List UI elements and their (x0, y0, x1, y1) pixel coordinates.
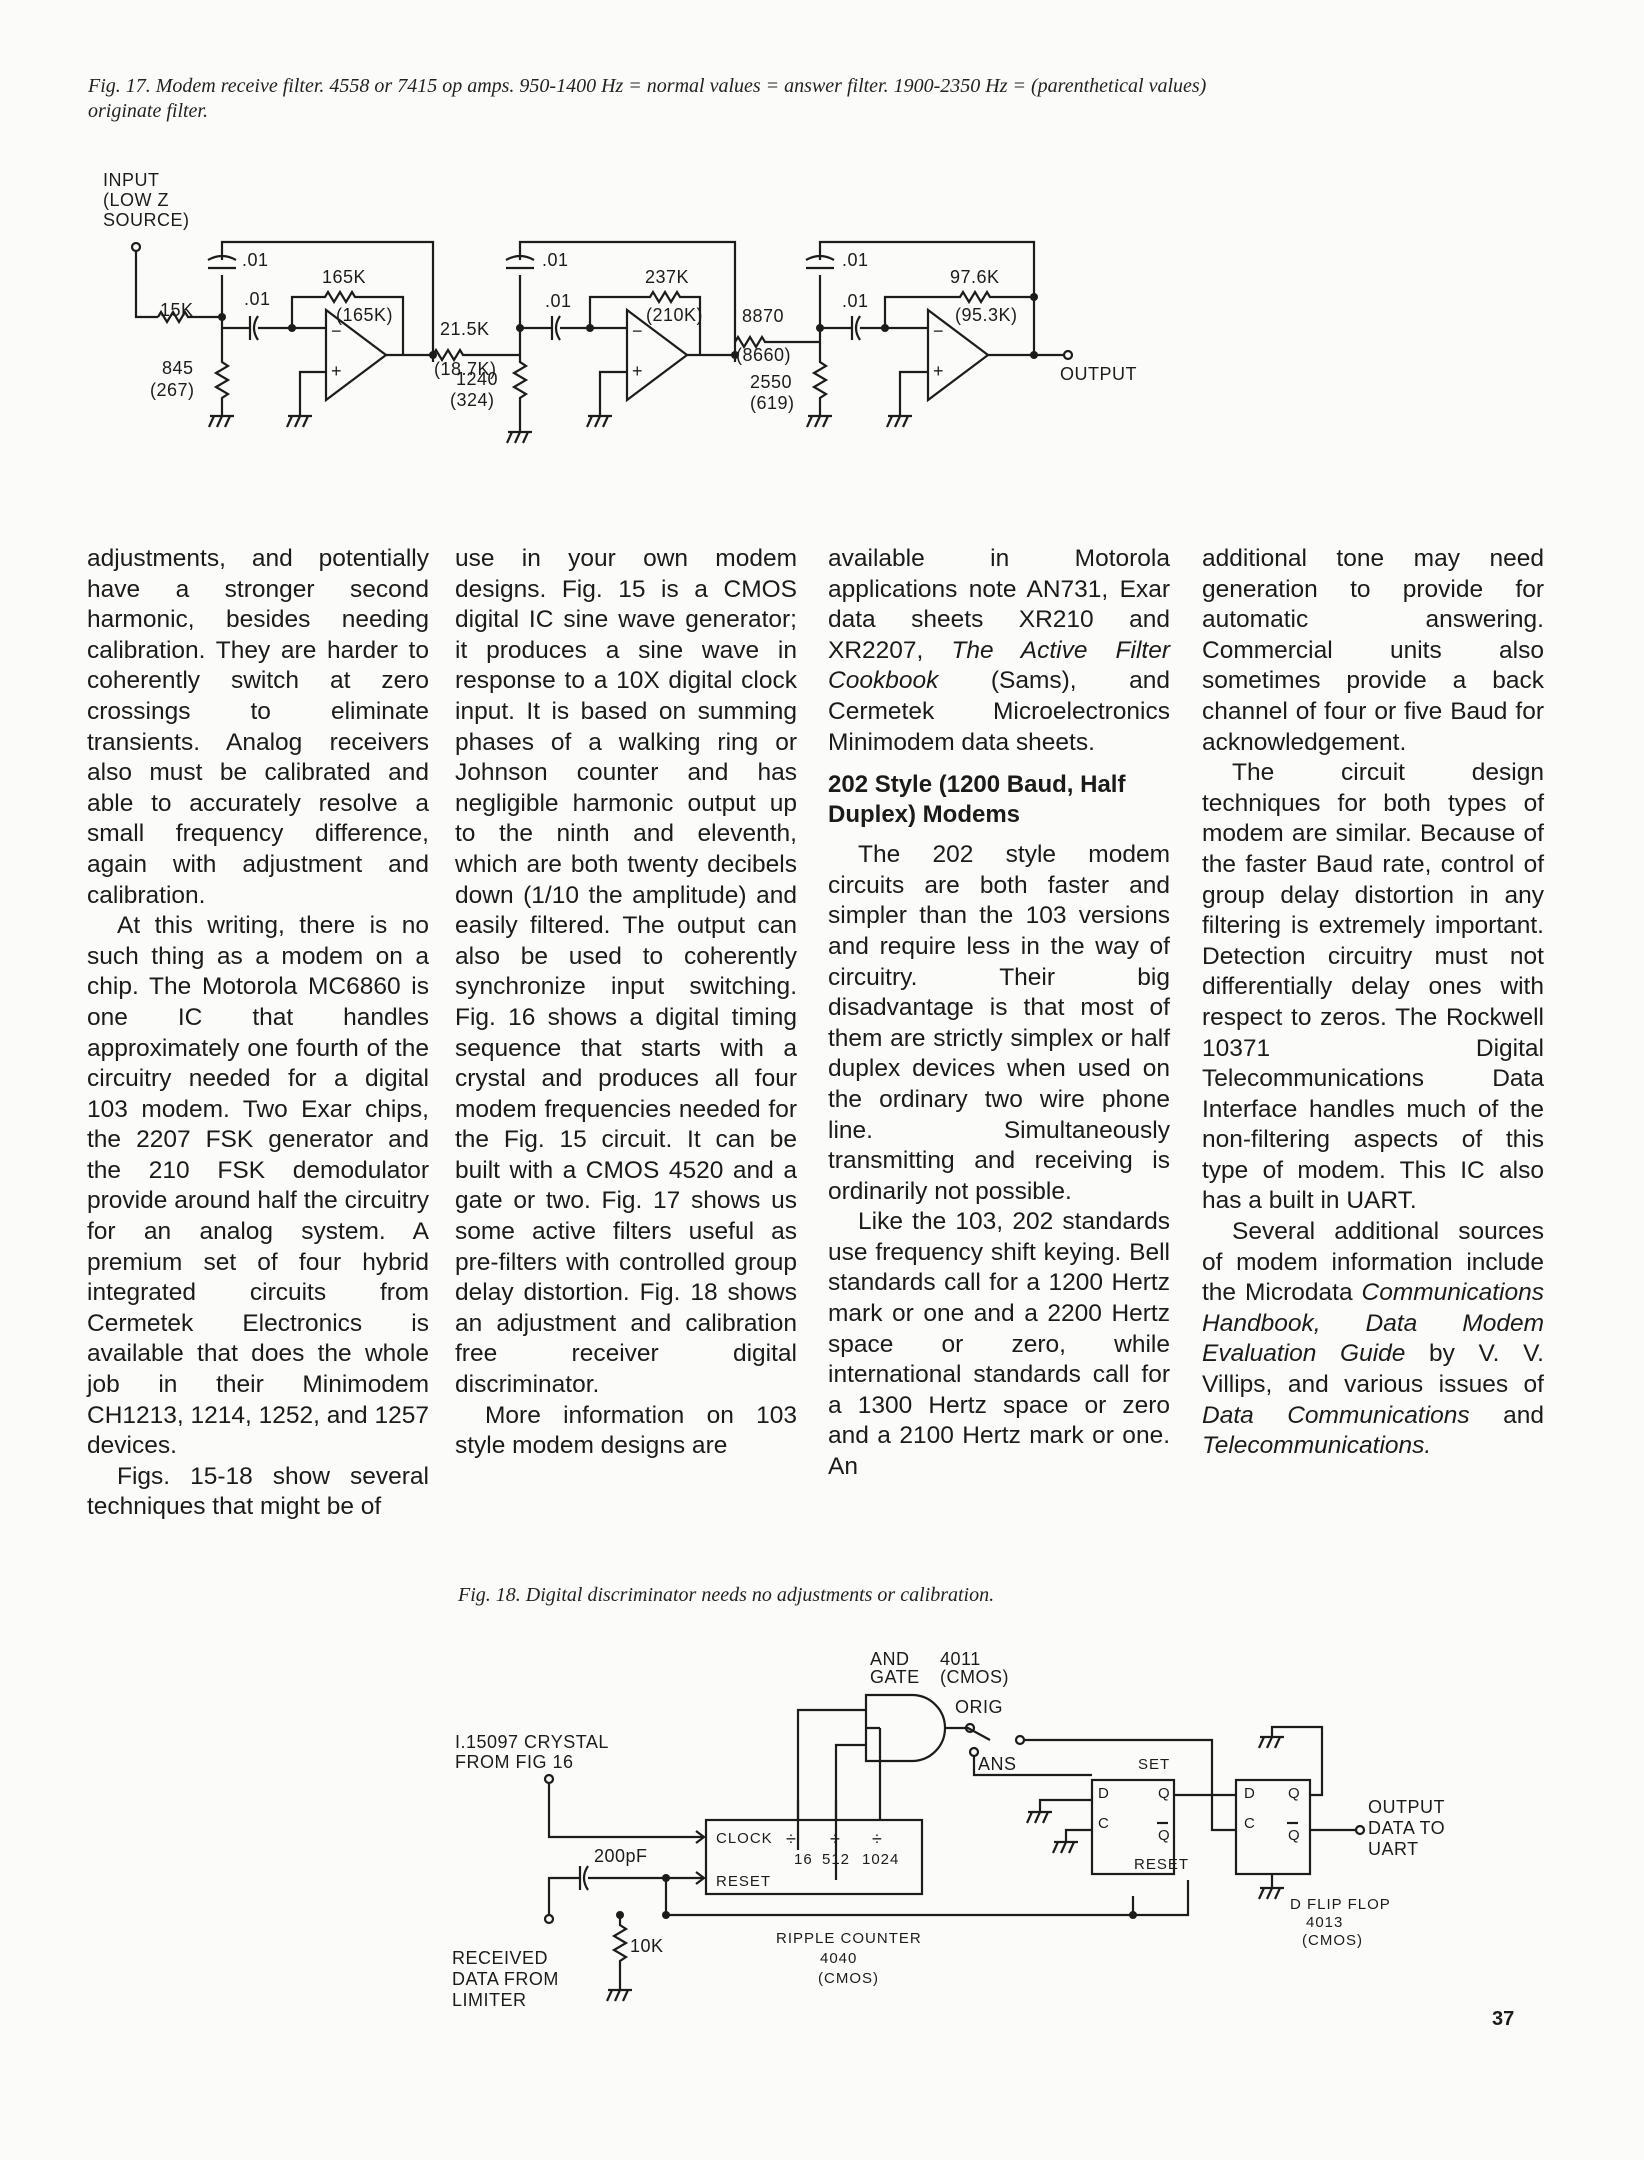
stage1-input-resistor (157, 309, 222, 325)
svg-text:−: − (933, 321, 944, 341)
svg-text:165K: 165K (322, 267, 366, 287)
svg-text:SET: SET (1138, 1756, 1170, 1773)
svg-text:CLOCK: CLOCK (716, 1830, 773, 1847)
svg-text:4011: 4011 (940, 1649, 981, 1669)
input-label-3: SOURCE) (103, 210, 190, 230)
svg-text:.01: .01 (244, 289, 271, 309)
stage1-opamp (324, 307, 388, 403)
svg-text:16: 16 (794, 1851, 813, 1868)
svg-text:2550: 2550 (750, 372, 792, 392)
text-column-4: additional tone may need generation to p… (1202, 545, 1544, 1460)
input-terminal (130, 241, 142, 253)
svg-text:OUTPUT: OUTPUT (1368, 1797, 1445, 1817)
svg-text:DATA TO: DATA TO (1368, 1818, 1445, 1838)
svg-text:GATE: GATE (870, 1667, 920, 1687)
svg-text:(CMOS): (CMOS) (1302, 1932, 1363, 1949)
svg-text:(95.3K): (95.3K) (955, 305, 1018, 325)
svg-text:D: D (1098, 1785, 1110, 1802)
svg-text:DATA FROM: DATA FROM (452, 1969, 559, 1989)
svg-text:4040: 4040 (820, 1950, 857, 1967)
svg-text:8870: 8870 (742, 306, 784, 326)
stage2-opamp (625, 307, 689, 403)
svg-text:.01: .01 (542, 250, 569, 270)
fig18-caption: Fig. 18. Digital discriminator needs no … (458, 1584, 995, 1606)
svg-text:AND: AND (870, 1649, 910, 1669)
svg-text:512: 512 (822, 1851, 850, 1868)
svg-text:ANS: ANS (978, 1754, 1017, 1774)
section-heading-202: 202 Style (1200 Baud, Half Duplex) Modem… (828, 771, 1126, 829)
stage3-opamp (926, 307, 990, 403)
svg-text:+: + (632, 361, 643, 381)
svg-text:.01: .01 (545, 291, 572, 311)
fig17-schematic: INPUT (LOW Z SOURCE) 15K 845 (267) .01 .… (103, 170, 1137, 444)
svg-text:(324): (324) (450, 390, 495, 410)
svg-text:Q: Q (1158, 1785, 1171, 1802)
page-number: 37 (1492, 2008, 1515, 2030)
stage1-shunt-resistor (213, 317, 231, 416)
fig17-caption: Fig. 17. Modem receive filter. 4558 or 7… (88, 75, 1207, 122)
svg-text:.01: .01 (842, 291, 869, 311)
svg-text:FROM FIG 16: FROM FIG 16 (455, 1752, 574, 1772)
svg-text:(CMOS): (CMOS) (940, 1667, 1009, 1687)
svg-text:+: + (933, 361, 944, 381)
svg-text:D FLIP FLOP: D FLIP FLOP (1290, 1896, 1391, 1913)
svg-text:(210K): (210K) (646, 305, 703, 325)
d-flip-flop-1 (1090, 1778, 1176, 1876)
svg-text:845: 845 (162, 358, 194, 378)
svg-text:RESET: RESET (1134, 1856, 1189, 1873)
ripple-counter (704, 1818, 924, 1896)
and-gate (864, 1693, 947, 1763)
svg-text:Q: Q (1158, 1827, 1171, 1844)
svg-text:.01: .01 (242, 250, 269, 270)
svg-text:Q: Q (1288, 1827, 1301, 1844)
svg-text:LIMITER: LIMITER (452, 1990, 527, 2010)
svg-text:97.6K: 97.6K (950, 267, 1000, 287)
svg-text:÷: ÷ (830, 1829, 840, 1849)
svg-text:(165K): (165K) (336, 305, 393, 325)
svg-text:−: − (331, 321, 342, 341)
svg-text:(CMOS): (CMOS) (818, 1970, 879, 1987)
svg-text:−: − (632, 321, 643, 341)
fig18-schematic: AND GATE 4011 (CMOS) ORIG ANS I.15097 CR… (452, 1649, 1445, 2010)
svg-text:15K: 15K (160, 300, 194, 320)
svg-text:D: D (1244, 1785, 1256, 1802)
svg-text:RESET: RESET (716, 1873, 771, 1890)
output-terminal (1062, 349, 1074, 361)
svg-text:I.15097 CRYSTAL: I.15097 CRYSTAL (455, 1732, 609, 1752)
output-label: OUTPUT (1060, 364, 1137, 384)
svg-text:+: + (331, 361, 342, 381)
svg-text:C: C (1098, 1815, 1110, 1832)
svg-text:237K: 237K (645, 267, 689, 287)
svg-text:C: C (1244, 1815, 1256, 1832)
text-column-3: available in Motorola applications note … (828, 545, 1170, 1481)
svg-text:.01: .01 (842, 250, 869, 270)
svg-text:(267): (267) (150, 380, 195, 400)
svg-text:Q: Q (1288, 1785, 1301, 1802)
svg-text:UART: UART (1368, 1839, 1419, 1859)
svg-text:1240: 1240 (456, 369, 498, 389)
svg-text:(619): (619) (750, 393, 795, 413)
input-label-2: (LOW Z (103, 190, 169, 210)
svg-text:RIPPLE COUNTER: RIPPLE COUNTER (776, 1930, 922, 1947)
svg-text:RECEIVED: RECEIVED (452, 1948, 548, 1968)
svg-text:÷: ÷ (786, 1829, 796, 1849)
svg-text:ORIG: ORIG (955, 1697, 1003, 1717)
text-column-2: use in your own modem designs. Fig. 15 i… (455, 545, 797, 1460)
text-column-1: adjustments, and potentially have a stro… (87, 545, 429, 1521)
svg-text:(18.7K): (18.7K) (434, 359, 497, 379)
stage1-feedback-resistor (290, 289, 405, 355)
svg-text:(8660): (8660) (736, 345, 791, 365)
svg-text:÷: ÷ (872, 1829, 882, 1849)
svg-text:200pF: 200pF (594, 1846, 648, 1866)
svg-text:1024: 1024 (862, 1851, 899, 1868)
input-label-1: INPUT (103, 170, 160, 190)
svg-text:10K: 10K (630, 1936, 664, 1956)
svg-text:4013: 4013 (1306, 1914, 1343, 1931)
svg-text:21.5K: 21.5K (440, 319, 490, 339)
